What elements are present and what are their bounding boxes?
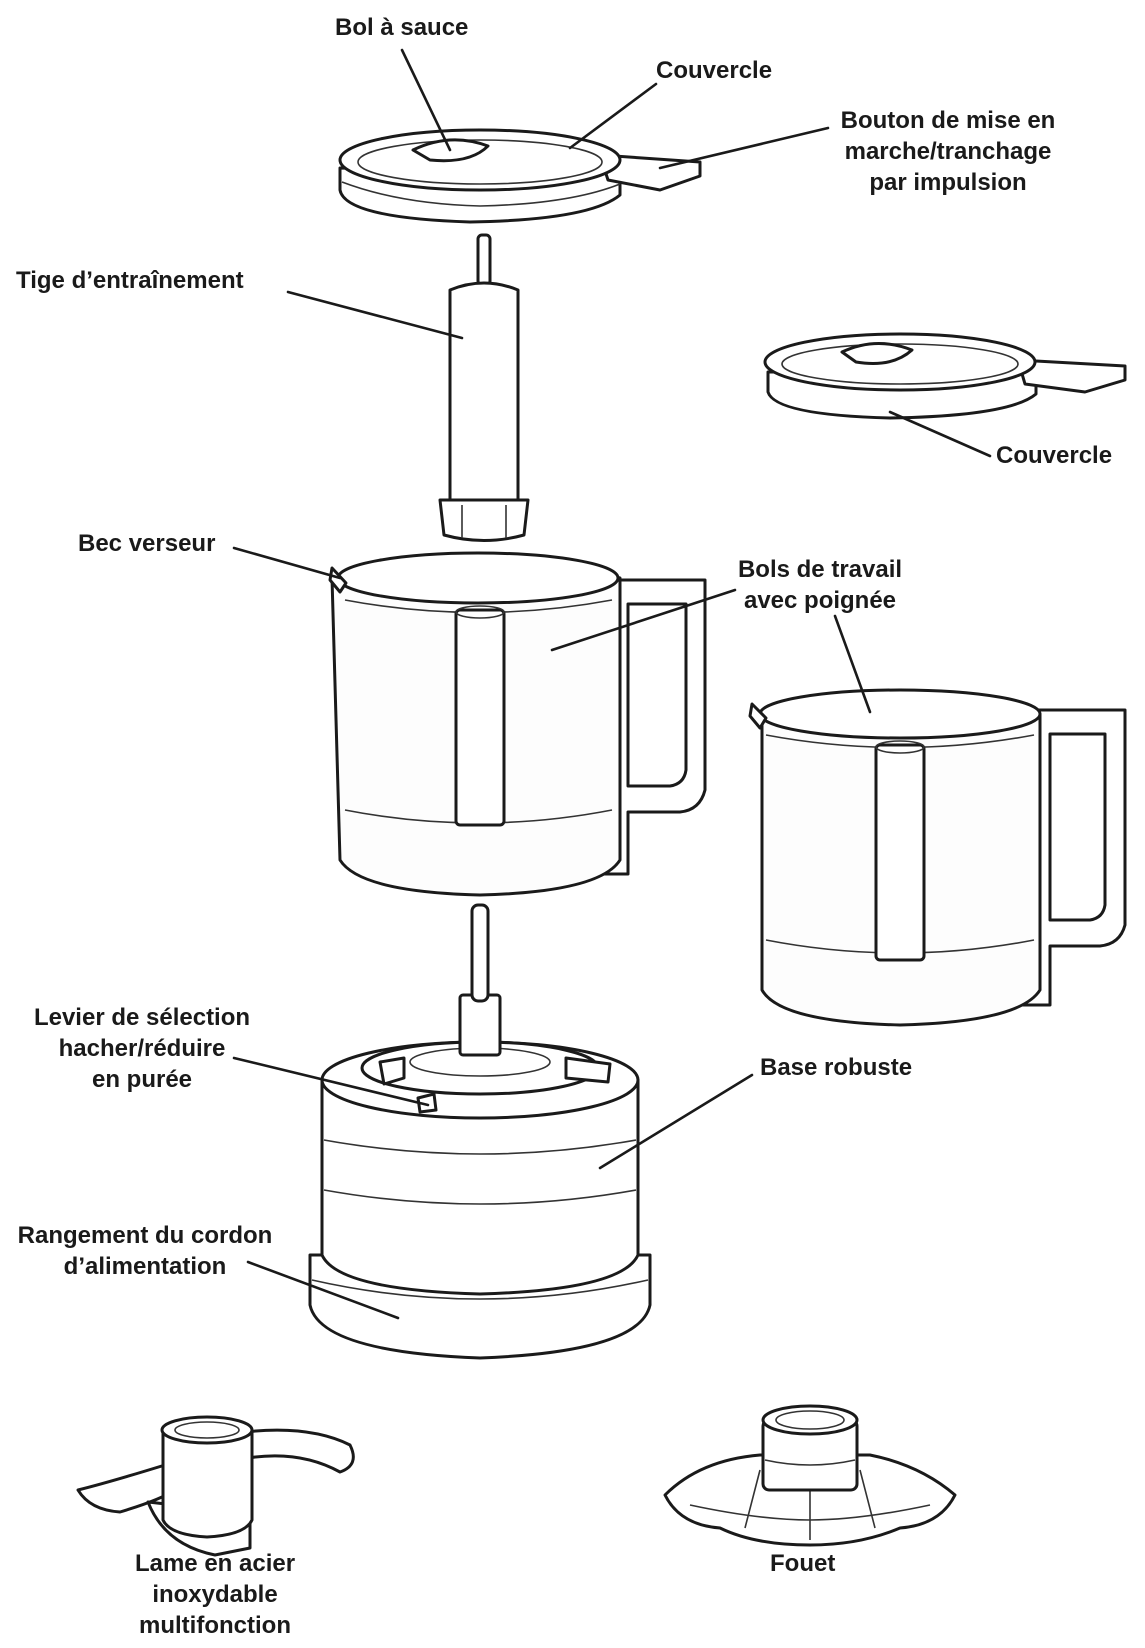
leader-bol-sauce <box>400 48 452 152</box>
leader-bols-main <box>550 588 737 652</box>
label-bol-sauce: Bol à sauce <box>335 14 469 41</box>
leader-bec <box>232 546 342 580</box>
lid-right <box>763 332 1127 420</box>
blade <box>76 1415 355 1557</box>
label-bouton-line-2: marche/tranchage <box>844 138 1052 165</box>
leader-lines <box>232 48 992 1320</box>
label-lame-line-3: multifonction <box>139 1612 291 1639</box>
motor-base <box>308 903 652 1360</box>
label-lame-line-1: Lame en acier <box>134 1550 296 1577</box>
work-bowl-main <box>328 551 707 897</box>
label-levier-line-2: hacher/réduire <box>58 1035 226 1062</box>
label-bouton-line-1: Bouton de mise en <box>840 107 1056 134</box>
label-couvercle-right: Couvercle <box>996 442 1113 469</box>
label-bouton-line-3: par impulsion <box>869 169 1027 196</box>
label-levier-line-1: Levier de sélection <box>33 1004 251 1031</box>
label-rangement-line-2: d’alimentation <box>63 1253 227 1280</box>
label-tige: Tige d’entraînement <box>16 267 244 294</box>
label-bols-line-2: avec poignée <box>743 587 897 614</box>
leader-couvercle-right <box>888 410 992 458</box>
leader-couvercle-top <box>568 82 658 150</box>
label-bec: Bec verseur <box>78 530 216 557</box>
lid-top <box>338 128 702 224</box>
leader-bols-right <box>833 614 872 714</box>
leader-bouton <box>658 126 830 170</box>
label-rangement-line-1: Rangement du cordon <box>17 1222 273 1249</box>
work-bowl-right <box>748 688 1127 1027</box>
label-bols-line-1: Bols de travail <box>737 556 903 583</box>
label-lame-line-2: inoxydable <box>152 1581 278 1608</box>
drive-shaft <box>438 233 530 542</box>
label-bouton: Bouton de mise en marche/tranchage par i… <box>828 105 1068 198</box>
label-couvercle-top: Couvercle <box>656 57 773 84</box>
label-levier: Levier de sélection hacher/réduire en pu… <box>12 1002 272 1095</box>
leader-base <box>598 1073 754 1170</box>
label-fouet: Fouet <box>770 1550 836 1577</box>
whisk <box>663 1404 957 1547</box>
label-rangement: Rangement du cordon d’alimentation <box>4 1220 286 1282</box>
label-bols: Bols de travail avec poignée <box>715 554 925 616</box>
label-lame: Lame en acier inoxydable multifonction <box>100 1548 330 1641</box>
leader-tige <box>286 290 464 340</box>
label-base: Base robuste <box>760 1054 913 1081</box>
leader-levier <box>232 1056 430 1107</box>
label-levier-line-3: en purée <box>91 1066 193 1093</box>
leader-rangement <box>246 1260 400 1320</box>
